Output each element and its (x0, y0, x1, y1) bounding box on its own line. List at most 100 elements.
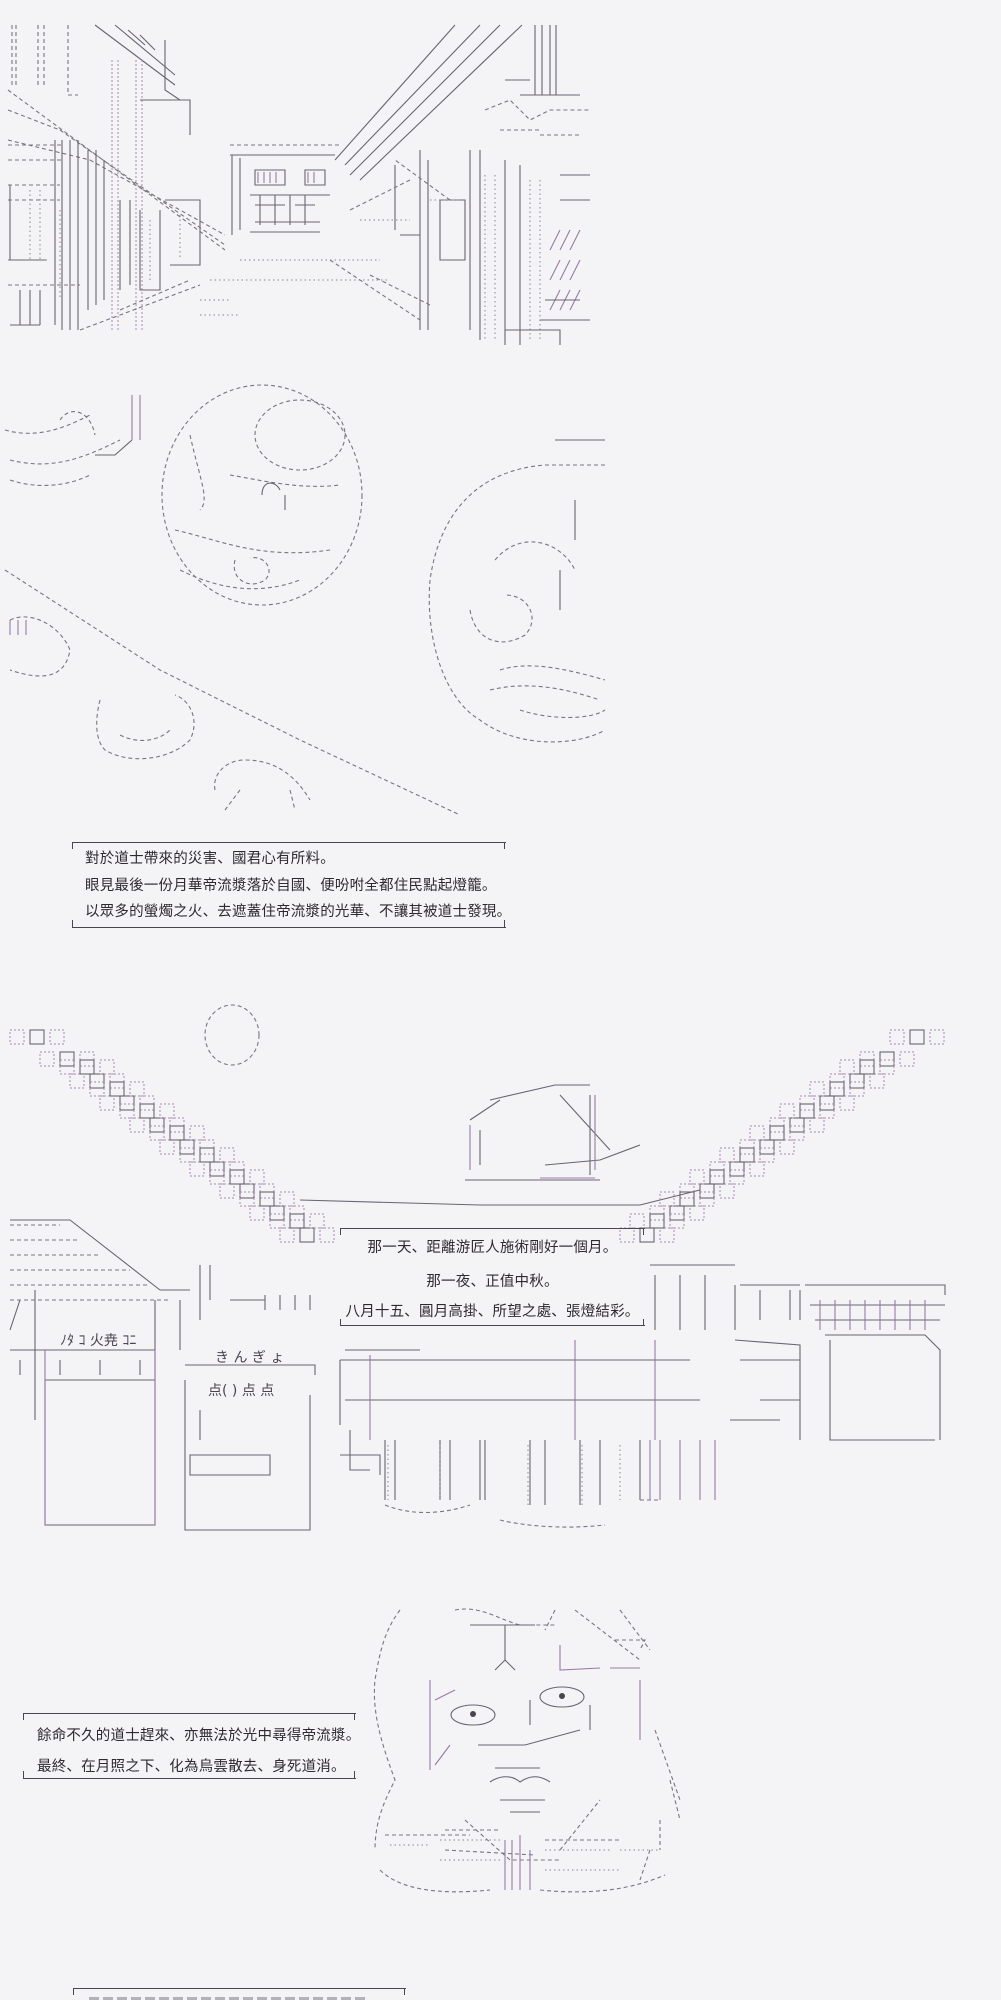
moon (204, 1004, 260, 1066)
lantern-house (239, 1191, 255, 1207)
box-bottom-rule (23, 1778, 356, 1779)
stall-name-label: き ん ぎ ょ (215, 1350, 284, 1366)
lantern-house (649, 1205, 665, 1221)
lantern-house (149, 1117, 165, 1133)
lantern-house (99, 1059, 115, 1075)
narration-line: 那一夜、正值中秋。 (426, 1274, 559, 1290)
left-stall: き ん ぎ ょ 点( ) 点 点 ﾉﾀ ｺ 火尭 ｺﾆ (9, 1219, 316, 1531)
box-top-rule (23, 1713, 356, 1714)
left-eye (450, 1704, 496, 1726)
lantern-house (59, 1059, 75, 1075)
center-building (339, 1340, 700, 1528)
lantern-house (119, 1095, 135, 1111)
lantern-house (179, 1139, 195, 1155)
narration-line: 餘命不久的道士趕來、亦無法於光中尋得帝流漿。 (37, 1728, 361, 1744)
narration-box-2: 那一天、距離游匠人施術剛好一個月。 那一夜、正值中秋。 八月十五、圓月高掛、所望… (340, 1226, 645, 1328)
lantern-house (819, 1103, 835, 1119)
lantern-house (289, 1205, 305, 1221)
lantern-house (689, 1169, 705, 1185)
lantern-house (839, 1095, 855, 1111)
lantern-house (749, 1161, 765, 1177)
takoyaki-sign-label: ﾉﾀ ｺ 火尭 ｺﾆ (60, 1333, 136, 1349)
lantern-house (229, 1161, 245, 1177)
lantern-house (819, 1095, 835, 1111)
lantern-house (69, 1073, 85, 1089)
lantern-house (759, 1139, 775, 1155)
narration-line: 以眾多的螢燭之火、去遮蓋住帝流漿的光華、不讓其被道士發現。 (85, 904, 512, 920)
lantern-house (769, 1125, 785, 1141)
lantern-house (79, 1051, 95, 1067)
lantern-house (889, 1029, 905, 1045)
box-bottom-rule (72, 927, 506, 928)
lantern-house (679, 1191, 695, 1207)
lantern-house (29, 1029, 45, 1045)
lantern-house (159, 1103, 175, 1119)
lantern-house (309, 1213, 325, 1229)
box-tick (340, 1228, 341, 1235)
box-tick (72, 842, 73, 849)
lantern-house (159, 1139, 175, 1155)
narration-box-4-partial (73, 1986, 406, 2000)
lantern-house (879, 1059, 895, 1075)
narration-line: 八月十五、圓月高掛、所望之處、張燈結彩。 (345, 1304, 640, 1320)
box-tick (504, 920, 505, 927)
right-roof-buildings (619, 1029, 945, 1243)
cut-off-text-tops (89, 1997, 369, 2000)
lantern-house (179, 1147, 195, 1163)
lantern-house (269, 1213, 285, 1229)
narration-line: 眼見最後一份月華帝流漿落於自國、便吩咐全都住民點起燈籠。 (85, 878, 497, 894)
lantern-house (249, 1169, 265, 1185)
lantern-house (639, 1227, 655, 1243)
street-scene-art (7, 24, 590, 345)
box-top-rule (72, 842, 506, 843)
lantern-house (189, 1125, 205, 1141)
lantern-house (799, 1103, 815, 1119)
box-top-rule (340, 1228, 645, 1229)
lantern-house (209, 1161, 225, 1177)
lantern-house (859, 1059, 875, 1075)
lantern-house (279, 1227, 295, 1243)
lantern-string (299, 1189, 701, 1206)
lantern-house (789, 1117, 805, 1133)
lantern-house (809, 1081, 825, 1097)
lantern-house (319, 1227, 335, 1243)
lantern-house (139, 1095, 155, 1111)
lantern-house (299, 1227, 315, 1243)
lantern-house (669, 1205, 685, 1221)
right-eye (539, 1686, 585, 1708)
lantern-house (739, 1147, 755, 1163)
left-roof-buildings (9, 1029, 701, 1243)
lantern-house (139, 1103, 155, 1119)
lantern-house (829, 1073, 845, 1089)
lantern-house (679, 1183, 695, 1199)
box-tick (72, 920, 73, 927)
lantern-house (879, 1051, 895, 1067)
lantern-house (239, 1183, 255, 1199)
lantern-house (909, 1029, 925, 1045)
box-tick (23, 1771, 24, 1778)
box-tick (354, 1771, 355, 1778)
character-portrait-art (373, 1608, 681, 1893)
lantern-house (779, 1103, 795, 1119)
central-tower (465, 1084, 641, 1181)
lantern-house (149, 1125, 165, 1141)
lantern-house (209, 1169, 225, 1185)
lantern-house (659, 1227, 675, 1243)
lantern-house (279, 1191, 295, 1207)
stall-sign-label: 点( ) 点 点 (208, 1383, 274, 1399)
lantern-house (39, 1051, 55, 1067)
box-tick (73, 1988, 74, 1995)
lantern-house (869, 1073, 885, 1089)
lantern-house (899, 1051, 915, 1067)
lantern-house (79, 1059, 95, 1075)
moon-festival-scene-art: き ん ぎ ょ 点( ) 点 点 ﾉﾀ ｺ 火尭 ｺﾆ (9, 1004, 946, 1531)
box-tick (643, 1319, 644, 1326)
lantern-house (659, 1191, 675, 1207)
lantern-house (89, 1073, 105, 1089)
lantern-house (839, 1059, 855, 1075)
lantern-house (289, 1213, 305, 1229)
right-buildings (329, 24, 590, 345)
lantern-house (109, 1073, 125, 1089)
lantern-house (809, 1117, 825, 1133)
lantern-house (799, 1095, 815, 1111)
